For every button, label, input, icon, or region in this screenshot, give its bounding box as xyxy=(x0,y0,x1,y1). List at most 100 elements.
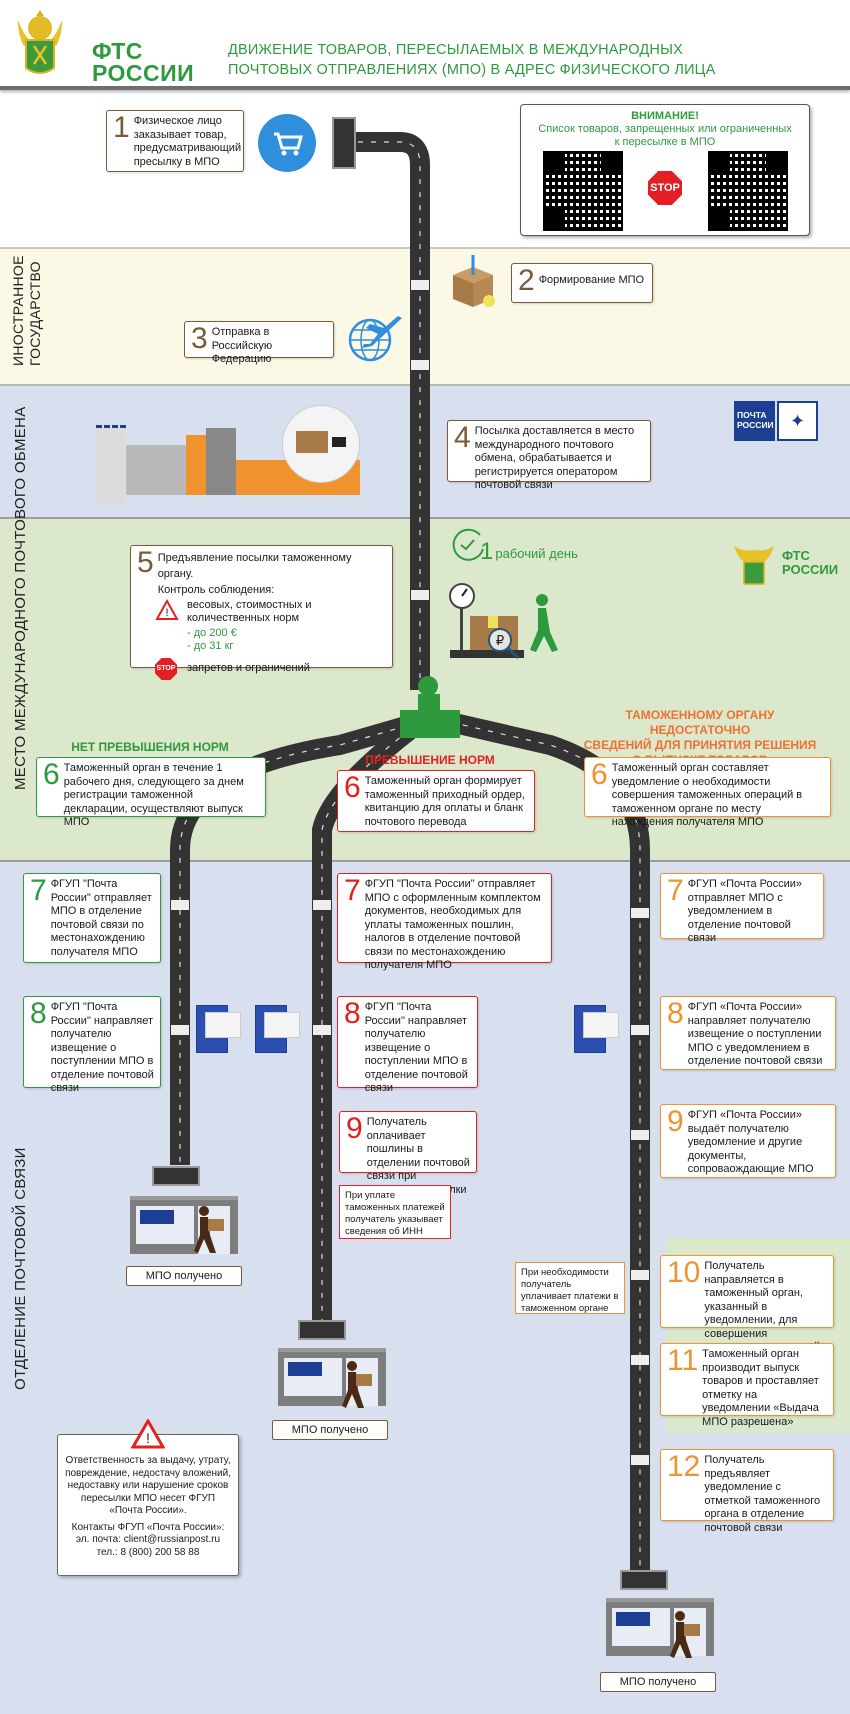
svg-text:!: ! xyxy=(165,607,168,619)
step-number: 11 xyxy=(667,1344,699,1377)
step-number: 9 xyxy=(667,1105,684,1138)
red-step-8-box: 8 ФГУП "Почта России" направляет получат… xyxy=(337,996,478,1094)
attention-text-line2: к пересылке в МПО xyxy=(614,136,716,148)
attention-box: ВНИМАНИЕ! Список товаров, запрещенных ил… xyxy=(520,104,810,236)
qr-code-icon[interactable] xyxy=(708,151,788,231)
eagle-emblem-icon: ✦ xyxy=(777,401,818,441)
green-step-8-box: 8 ФГУП "Почта России" направляет получат… xyxy=(23,996,161,1094)
crosswalk xyxy=(411,360,429,370)
orange-note-payment: При необходимости получатель уплачивает … xyxy=(515,1262,625,1314)
timer-number: 1 xyxy=(480,538,494,565)
clock-check-icon xyxy=(452,528,484,561)
step-text: ФГУП "Почта России" направляет получател… xyxy=(50,1001,154,1094)
step-2-box: 2 Формирование МПО xyxy=(511,263,653,303)
crosswalk xyxy=(171,1025,189,1035)
step-number: 1 xyxy=(113,111,130,144)
zone-label-foreign: ИНОСТРАННОЕ ГОСУДАРСТВО xyxy=(10,255,44,366)
step-text: Получатель направляется в таможенный орг… xyxy=(704,1260,820,1353)
fts-logo-text: ФТС РОССИИ xyxy=(92,38,195,86)
contacts-phone[interactable]: тел.: 8 (800) 200 58 88 xyxy=(96,1546,200,1558)
crosswalk xyxy=(313,900,331,910)
step-number: 6 xyxy=(43,758,60,791)
step-number: 6 xyxy=(344,771,361,804)
qr-code-icon[interactable] xyxy=(543,151,623,231)
notice-mailbox-icon xyxy=(255,1005,300,1053)
step-number: 8 xyxy=(667,997,684,1030)
received-label: МПО получено xyxy=(600,1672,716,1692)
step-number: 7 xyxy=(30,874,47,907)
crosswalk xyxy=(631,1270,649,1280)
contacts-title: Контакты ФГУП «Почта России»: xyxy=(71,1521,225,1533)
crosswalk xyxy=(631,1355,649,1365)
stop-sign-icon: STOP xyxy=(155,658,177,680)
red-step-9-box: 9 Получатель оплачивает пошлины в отделе… xyxy=(339,1111,477,1196)
customs-officer-icon xyxy=(418,676,438,696)
step-text: Таможенный орган производит выпуск товар… xyxy=(702,1348,819,1428)
scanner-icon xyxy=(332,437,346,447)
step-5-norms: весовых, стоимостных и количественных но… xyxy=(187,599,312,624)
step-text: ФГУП "Почта России" отправляет МПО в отд… xyxy=(50,878,152,958)
branch-label-excess: ПРЕВЫШЕНИЕ НОРМ xyxy=(365,753,495,767)
fts-logo-line1: ФТС xyxy=(92,38,143,64)
crosswalk xyxy=(411,280,429,290)
step-text: Таможенный орган составляет уведомление … xyxy=(611,762,803,828)
red-note-inn: При уплате таможенных платежей получател… xyxy=(339,1185,451,1239)
step-number: 3 xyxy=(191,322,208,355)
page-title: ДВИЖЕНИЕ ТОВАРОВ, ПЕРЕСЫЛАЕМЫХ В МЕЖДУНА… xyxy=(228,40,715,80)
fts-logo-small: ФТС РОССИИ xyxy=(732,540,838,586)
contacts-email[interactable]: эл. почта: client@russianpost.ru xyxy=(75,1534,221,1545)
pochta-logo-line1: ПОЧТА xyxy=(737,410,767,420)
limit-weight: - до 31 кг xyxy=(187,640,234,652)
step-number: 10 xyxy=(667,1256,701,1289)
notice-mailbox-icon xyxy=(196,1005,241,1053)
start-gate xyxy=(332,117,356,169)
branch-label-line1: ТАМОЖЕННОМУ ОРГАНУ НЕДОСТАТОЧНО xyxy=(625,708,775,737)
limit-value: - до 200 € xyxy=(187,627,237,639)
pochta-logo-icon xyxy=(140,1210,174,1224)
green-step-7-box: 7 ФГУП "Почта России" отправляет МПО в о… xyxy=(23,873,161,963)
red-step-6-box: 6 Таможенный орган формирует таможенный … xyxy=(337,770,535,832)
timer-label: рабочий день xyxy=(495,546,578,561)
step-text: Получатель оплачивает пошлины в отделени… xyxy=(366,1116,470,1196)
step-text: ФГУП "Почта России" отправляет МПО с офо… xyxy=(364,878,541,971)
orange-step-9-box: 9 ФГУП «Почта России» выдаёт получателю … xyxy=(660,1104,836,1178)
attention-text-line1: Список товаров, запрещенных или ограниче… xyxy=(538,123,792,135)
step-text: Физическое лицо заказывает товар, предус… xyxy=(133,115,242,168)
svg-text:₽: ₽ xyxy=(496,633,504,648)
shopping-cart-icon xyxy=(258,114,316,172)
person-carrying-parcel-icon xyxy=(342,1361,372,1408)
step-number: 7 xyxy=(344,874,361,907)
received-label: МПО получено xyxy=(126,1266,242,1286)
pochta-logo-icon xyxy=(288,1362,322,1376)
crosswalk xyxy=(411,590,429,600)
step-number: 12 xyxy=(667,1450,701,1483)
fts-small-line2: РОССИИ xyxy=(782,562,839,577)
step-text: ФГУП «Почта России» направляет получател… xyxy=(687,1001,823,1067)
warning-triangle-icon: ! xyxy=(155,599,179,620)
step-number: 7 xyxy=(667,874,684,907)
parcel-box-icon xyxy=(453,255,495,307)
step-number: 5 xyxy=(137,546,154,579)
red-step-7-box: 7 ФГУП "Почта России" отправляет МПО с о… xyxy=(337,873,552,971)
orange-step-7-box: 7 ФГУП «Почта России» отправляет МПО с у… xyxy=(660,873,824,944)
step-3-box: 3 Отправка в Российскую Федерацию xyxy=(184,321,334,365)
orange-step-10-box: 10 Получатель направляется в таможенный … xyxy=(660,1255,834,1353)
fts-small-line1: ФТС xyxy=(782,548,810,563)
crosswalk xyxy=(631,1025,649,1035)
responsibility-box: Ответственность за выдачу, утрату, повре… xyxy=(57,1434,239,1576)
fts-logo-line2: РОССИИ xyxy=(92,60,195,86)
person-carrying-parcel-icon xyxy=(194,1206,224,1253)
notice-mailbox-icon xyxy=(574,1005,619,1053)
attention-title: ВНИМАНИЕ! xyxy=(631,110,699,122)
step-5-bans: запретов и ограничений xyxy=(187,662,310,675)
pochta-logo-text: ПОЧТА РОССИИ xyxy=(734,401,775,441)
post-office-building xyxy=(606,1598,714,1656)
step-1-box: 1 Физическое лицо заказывает товар, пред… xyxy=(106,110,244,172)
zone-label-mpo-exchange: МЕСТО МЕЖДУНАРОДНОГО ПОЧТОВОГО ОБМЕНА xyxy=(12,406,29,791)
crosswalk xyxy=(171,900,189,910)
person-carrying-parcel-icon xyxy=(670,1611,700,1658)
step-text: Таможенный орган в течение 1 рабочего дн… xyxy=(63,762,244,828)
received-label: МПО получено xyxy=(272,1420,388,1440)
step-text: Таможенный орган формирует таможенный пр… xyxy=(364,775,525,828)
zone-label-post-office: ОТДЕЛЕНИЕ ПОЧТОВОЙ СВЯЗИ xyxy=(12,1147,29,1390)
